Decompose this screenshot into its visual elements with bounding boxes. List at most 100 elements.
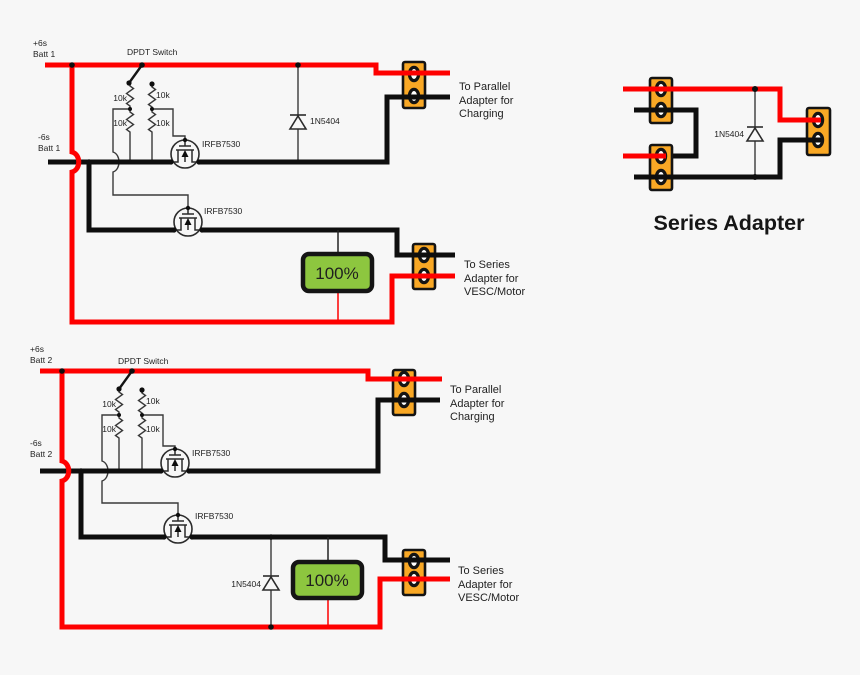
mosfet-gate-dot <box>185 205 191 211</box>
batt1-positive-return-wire <box>69 65 455 325</box>
batt2-series-text-line3: VESC/Motor <box>458 592 519 604</box>
mosfet-arrow <box>174 525 182 532</box>
batt1-mosfet2: IRFB7530 <box>171 205 243 237</box>
batt2-resistor4-label: 10k <box>146 424 160 434</box>
junction-dot <box>116 468 122 474</box>
series-adapter-connector-left-bottom <box>648 143 675 192</box>
mosfet-drain-dot <box>189 534 195 540</box>
batt1-switch-lever <box>127 63 144 85</box>
batt1-resistor-chain-2 <box>147 84 157 162</box>
junction-dot <box>295 62 301 68</box>
batt2-mosfet2: IRFB7530 <box>161 511 234 544</box>
batt1-dpdt-switch <box>126 62 155 87</box>
junction-dot <box>78 468 84 474</box>
mosfet-gate-dot <box>175 512 181 518</box>
batt1-plus-label-line1: +6s <box>33 38 47 48</box>
batt1-diode-triangle <box>288 114 308 130</box>
batt1-junction-dots <box>69 62 341 233</box>
batt1-diode: 1N5404 <box>288 65 340 162</box>
display-body <box>300 251 375 294</box>
series-adapter-connector-left-top <box>648 76 675 125</box>
series-adapter-diode: 1N5404 <box>714 86 765 180</box>
batt2-diode-triangle <box>261 575 281 591</box>
batt2-parallel-text-line3: Charging <box>450 411 495 423</box>
mosfet-drain-dot <box>196 159 202 165</box>
batt2-positive-return-wire <box>59 371 450 630</box>
series-adapter-red-top-wire <box>623 86 820 123</box>
batt2-series-text-line1: To Series <box>458 565 504 577</box>
batt1-series-text-line1: To Series <box>464 259 510 271</box>
batt2-display-value: 100% <box>305 571 348 590</box>
batt1-series-text-line2: Adapter for <box>464 273 519 285</box>
mosfet-arrow <box>184 218 192 225</box>
junction-dot <box>268 534 274 540</box>
batt2-parallel-connector <box>390 368 442 417</box>
battery2-circuit: +6s Batt 2 -6s Batt 2 DPDT Switch 10k 10… <box>30 344 519 630</box>
series-adapter-title: Series Adapter <box>654 211 806 235</box>
batt2-resistor3-label: 10k <box>146 396 160 406</box>
batt1-gate-trace-q1 <box>152 108 186 140</box>
batt1-positive-wire <box>45 62 450 76</box>
batt1-resistor4-label: 10k <box>156 118 170 128</box>
batt1-plus-label-line2: Batt 1 <box>33 49 55 59</box>
junction-dot <box>69 62 75 68</box>
batt2-series-connector <box>400 548 450 597</box>
batt2-mosfet1-label: IRFB7530 <box>192 448 231 458</box>
batt1-diode-label: 1N5404 <box>310 116 340 126</box>
batt2-diode-label: 1N5404 <box>231 579 261 589</box>
display-body <box>290 559 365 601</box>
batt2-diode: 1N5404 <box>231 537 281 627</box>
batt1-minus-label-line2: Batt 1 <box>38 143 60 153</box>
batt1-resistor1-label: 10k <box>113 93 127 103</box>
batt1-resistor-chain-1 <box>125 83 135 162</box>
mosfet-gate-dot <box>182 137 188 143</box>
junction-dot <box>752 174 758 180</box>
batt2-switch-throw1-dot <box>116 386 122 392</box>
junction-dot <box>149 159 155 165</box>
mosfet-source-dot <box>171 227 177 233</box>
batt2-dpdt-switch <box>116 368 145 393</box>
batt1-series-text-line3: VESC/Motor <box>464 286 525 298</box>
batt1-display-value: 100% <box>315 264 358 283</box>
batt1-switch-throw2-dot <box>149 81 155 87</box>
junction-dot <box>268 624 274 630</box>
batt2-parallel-text-line2: Adapter for <box>450 398 505 410</box>
junction-dot <box>127 159 133 165</box>
mosfet-drain-dot <box>186 468 192 474</box>
battery1-circuit: +6s Batt 1 -6s Batt 1 DPDT Switch 10k 10… <box>33 38 525 325</box>
batt2-mosfet2-label: IRFB7530 <box>195 511 234 521</box>
batt1-mosfet2-label: IRFB7530 <box>204 206 243 216</box>
batt2-series-text-line2: Adapter for <box>458 579 513 591</box>
junction-dot <box>128 107 132 111</box>
batt1-series-connector <box>410 242 455 291</box>
junction-dot <box>140 413 144 417</box>
batt2-negative-branch <box>78 471 164 540</box>
mosfet-source-dot <box>168 159 174 165</box>
batt1-resistor3-label: 10k <box>156 90 170 100</box>
batt2-resistor2-label: 10k <box>102 424 116 434</box>
batt2-plus-label-line1: +6s <box>30 344 44 354</box>
batt2-positive-wire <box>40 368 442 382</box>
junction-dot <box>117 413 121 417</box>
batt1-switch-throw1-dot <box>126 80 132 86</box>
batt2-dpdt-switch-label: DPDT Switch <box>118 356 169 366</box>
batt2-parallel-text-line1: To Parallel <box>450 384 501 396</box>
junction-dot <box>86 159 92 165</box>
batt1-charge-display: 100% <box>300 230 375 322</box>
batt2-resistor1-label: 10k <box>102 399 116 409</box>
junction-dot <box>59 368 65 374</box>
mosfet-source-dot <box>161 534 167 540</box>
batt2-charge-display: 100% <box>290 537 365 627</box>
batt2-plus-label-line2: Batt 2 <box>30 355 52 365</box>
batt2-switch-lever <box>117 369 134 391</box>
batt2-switch-throw2-dot <box>139 387 145 393</box>
batt1-minus-label-line1: -6s <box>38 132 50 142</box>
series-adapter-connector-right <box>805 106 832 157</box>
batt2-resistor-chain-2 <box>137 390 147 471</box>
batt2-minus-label-line2: Batt 2 <box>30 449 52 459</box>
batt1-resistor2-label: 10k <box>113 118 127 128</box>
mosfet-source-dot <box>158 468 164 474</box>
batt2-resistor-chain-1 <box>114 389 124 471</box>
batt2-mosfet1: IRFB7530 <box>158 446 231 478</box>
